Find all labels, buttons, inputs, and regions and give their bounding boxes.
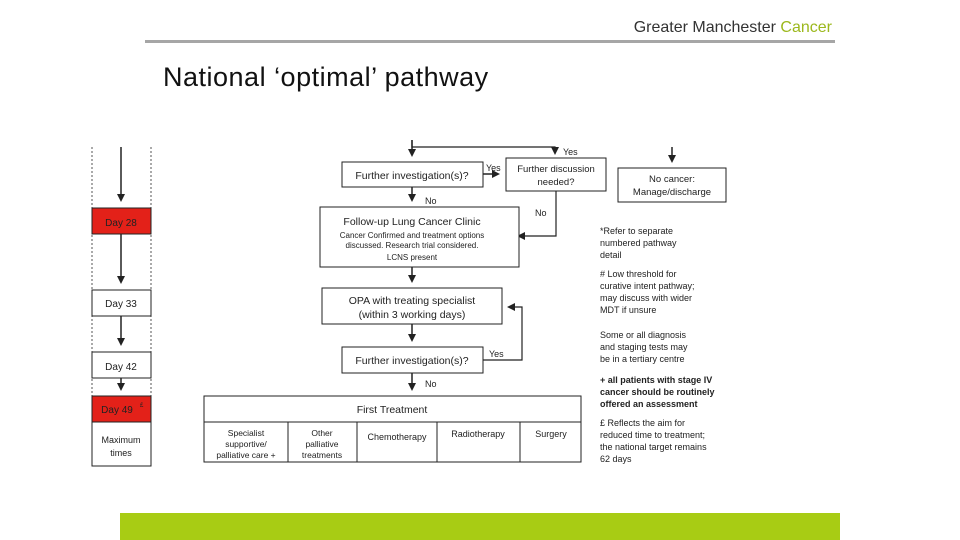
- opa-box: [321, 287, 503, 325]
- treatment-options-row: [203, 421, 582, 463]
- flowchart: Yes Further investigation(s)? Yes Furthe…: [203, 140, 727, 463]
- note-stage-3: offered an assessment: [600, 399, 698, 409]
- further-investigation-1-box: [341, 161, 484, 188]
- further-discussion-line-2: needed?: [538, 177, 575, 188]
- further-investigation-1-label: Further investigation(s)?: [355, 170, 468, 182]
- fi1-no-label: No: [425, 196, 437, 206]
- further-discussion-box: [505, 157, 607, 192]
- note-stage-1: + all patients with stage IV: [600, 375, 712, 385]
- day-28-label: Day 28: [105, 218, 137, 229]
- follow-up-clinic-line-2: discussed. Research trial considered.: [346, 241, 479, 250]
- note-ref-3: detail: [600, 250, 622, 260]
- note-tertiary-1: Some or all diagnosis: [600, 330, 687, 340]
- note-stage-2: cancer should be routinely: [600, 387, 715, 397]
- max-times-line-1: Maximum: [101, 435, 140, 445]
- further-investigation-2-label: Further investigation(s)?: [355, 355, 468, 367]
- note-low-3: may discuss with wider: [600, 293, 692, 303]
- max-times-line-2: times: [110, 448, 132, 458]
- fi2-yes-label: Yes: [489, 349, 504, 359]
- opa-line-1: OPA with treating specialist: [349, 295, 476, 307]
- follow-up-clinic-line-3: LCNS present: [387, 253, 438, 262]
- brand-accent: Cancer: [780, 19, 832, 36]
- follow-up-clinic-box: [319, 206, 520, 268]
- note-low-1: # Low threshold for: [600, 269, 677, 279]
- first-treatment-label: First Treatment: [357, 404, 428, 416]
- note-pound-2: reduced time to treatment;: [600, 430, 705, 440]
- note-pound-3: the national target remains: [600, 442, 707, 452]
- fi2-no-label: No: [425, 379, 437, 389]
- day-28-box: [91, 207, 152, 235]
- note-ref-1: *Refer to separate: [600, 226, 673, 236]
- specialist-line-3: palliative care +: [216, 450, 275, 460]
- further-investigation-2-box: [341, 346, 484, 374]
- no-cancer-line-2: Manage/discharge: [633, 187, 711, 198]
- day-33-label: Day 33: [105, 299, 137, 310]
- specialist-line-1: Specialist: [228, 428, 265, 438]
- surgery-label: Surgery: [535, 429, 567, 439]
- note-tertiary-3: be in a tertiary centre: [600, 354, 685, 364]
- top-yes-label: Yes: [563, 147, 578, 157]
- other-line-3: treatments: [302, 450, 342, 460]
- day-49-box: [91, 395, 152, 423]
- day-49-label: Day 49: [101, 405, 133, 416]
- specialist-line-2: supportive/: [225, 439, 267, 449]
- header-rule: [145, 40, 835, 43]
- note-pound-1: £ Reflects the aim for: [600, 418, 685, 428]
- follow-up-clinic-line-1: Cancer Confirmed and treatment options: [340, 231, 485, 240]
- footer-bar: [120, 513, 840, 540]
- further-discussion-line-1: Further discussion: [517, 164, 595, 175]
- timeline: Day 28 Day 33 Day 42 Day 49 £ Maximum ti…: [91, 147, 152, 467]
- note-pound-4: 62 days: [600, 454, 632, 464]
- note-low-4: MDT if unsure: [600, 305, 656, 315]
- brand-label: Greater Manchester Cancer: [634, 19, 832, 37]
- no-cancer-line-1: No cancer:: [649, 174, 695, 185]
- note-tertiary-2: and staging tests may: [600, 342, 688, 352]
- radiotherapy-label: Radiotherapy: [451, 429, 505, 439]
- notes: *Refer to separate numbered pathway deta…: [600, 226, 715, 464]
- max-times-box: [91, 421, 152, 467]
- chemotherapy-label: Chemotherapy: [367, 432, 427, 442]
- brand-prefix: Greater Manchester: [633, 19, 776, 36]
- day-33-box: [91, 289, 152, 317]
- follow-up-clinic-title: Follow-up Lung Cancer Clinic: [343, 216, 480, 228]
- opa-line-2: (within 3 working days): [359, 309, 466, 321]
- note-ref-2: numbered pathway: [600, 238, 677, 248]
- note-low-2: curative intent pathway;: [600, 281, 695, 291]
- no-cancer-box: [617, 167, 727, 203]
- day-42-box: [91, 351, 152, 379]
- first-treatment-box: [203, 395, 582, 423]
- other-line-1: Other: [311, 428, 332, 438]
- fi1-yes-label: Yes: [486, 163, 501, 173]
- other-line-2: palliative: [305, 439, 338, 449]
- page-title: National ‘optimal’ pathway: [163, 62, 489, 92]
- day-49-sup: £: [140, 403, 144, 409]
- day-42-label: Day 42: [105, 362, 137, 373]
- fd-no-label: No: [535, 208, 547, 218]
